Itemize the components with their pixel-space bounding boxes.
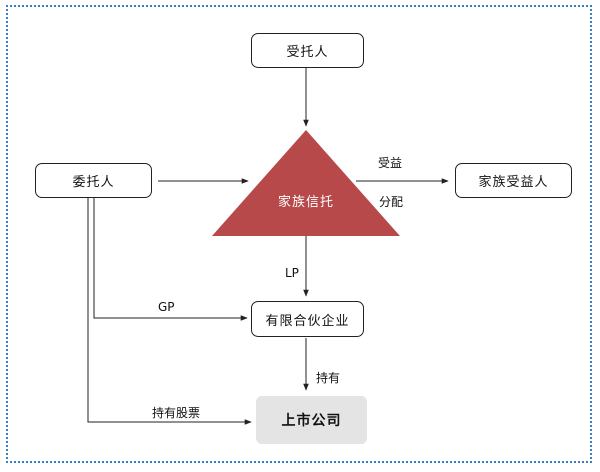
edge-label-hold: 持有: [316, 371, 341, 385]
listed-company-label: 上市公司: [281, 413, 342, 429]
edge-label-benefit: 受益: [378, 156, 403, 170]
edge-label-distribution: 分配: [379, 195, 404, 209]
trustee-label: 受托人: [286, 45, 329, 60]
arrow-settlor-hold-shares: [87, 196, 252, 425]
beneficiary-label: 家族受益人: [478, 175, 549, 190]
edge-label-lp: LP: [285, 266, 299, 280]
diagram-frame: [6, 5, 592, 463]
family-trust-label: 家族信托: [277, 195, 334, 210]
arrow-settlor-gp: [93, 196, 248, 321]
edge-label-gp: GP: [158, 300, 175, 314]
partnership-node: 有限合伙企业: [251, 301, 364, 337]
beneficiary-node: 家族受益人: [455, 163, 572, 198]
family-trust-triangle: [212, 130, 400, 236]
trustee-node: 受托人: [251, 33, 364, 68]
partnership-label: 有限合伙企业: [265, 313, 350, 329]
edge-label-hold-shares: 持有股票: [152, 406, 201, 420]
listed-company-node: 上市公司: [256, 396, 367, 444]
settlor-label: 委托人: [72, 175, 115, 190]
settlor-node: 委托人: [35, 163, 152, 198]
